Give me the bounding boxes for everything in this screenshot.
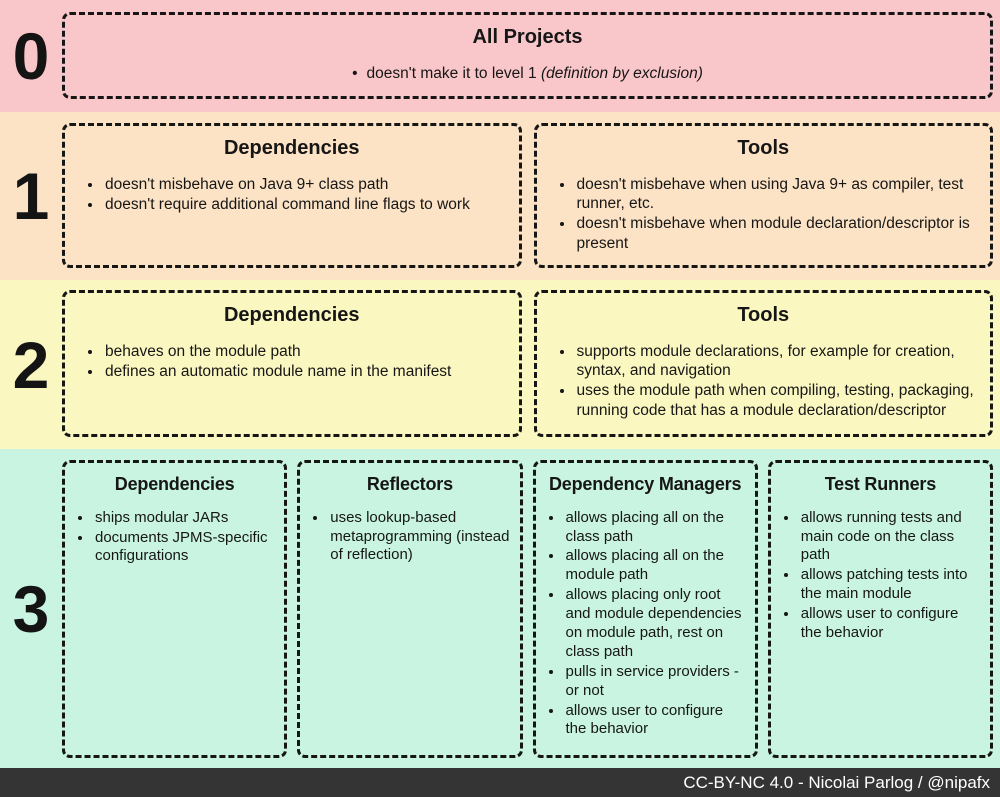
bullet-list: behaves on the module path defines an au… — [69, 342, 515, 381]
box-title: Reflectors — [366, 474, 453, 494]
level-1-number: 1 — [12, 159, 50, 233]
level-0-band: 0 All Projects • doesn't make it to level… — [0, 0, 1000, 112]
bullet-item: doesn't require additional command line … — [103, 195, 509, 214]
bullet-item: allows placing all on the class path — [564, 509, 747, 547]
bullet-item: doesn't misbehave when module declaratio… — [575, 214, 981, 252]
bullet-list: ships modular JARs documents JPMS-specif… — [69, 509, 280, 567]
bullet-list: allows placing all on the class path all… — [540, 509, 751, 740]
bullet-list: allows running tests and main code on th… — [775, 509, 986, 643]
box-title: Tools — [737, 137, 790, 159]
level-2-dependencies-box: Dependencies behaves on the module path … — [62, 290, 522, 437]
level-1-band: 1 Dependencies doesn't misbehave on Java… — [0, 112, 1000, 280]
level-2-number: 2 — [12, 327, 50, 402]
level-3-test-runners-box: Test Runners allows running tests and ma… — [767, 460, 993, 758]
bullet-item: supports module declarations, for exampl… — [575, 342, 981, 380]
bullet-item: defines an automatic module name in the … — [103, 362, 509, 381]
bullet-item: documents JPMS-specific configurations — [93, 529, 276, 567]
bullet-item: doesn't misbehave on Java 9+ class path — [103, 175, 509, 194]
box-title: Tools — [737, 304, 790, 326]
level-1-gutter: 1 — [0, 112, 62, 280]
bullet-item: • doesn't make it to level 1 (definition … — [69, 64, 986, 84]
bullet-item: allows patching tests into the main modu… — [799, 566, 982, 604]
level-1-dependencies-box: Dependencies doesn't misbehave on Java 9… — [62, 123, 522, 268]
level-2-tools-box: Tools supports module declarations, for … — [533, 290, 993, 437]
bullet-text: doesn't make it to level 1 — [366, 65, 541, 82]
bullet-item: allows user to configure the behavior — [564, 702, 747, 740]
level-3-reflectors-box: Reflectors uses lookup-based metaprogram… — [297, 460, 523, 758]
bullet-item: allows user to configure the behavior — [799, 605, 982, 643]
bullet-item: allows placing only root and module depe… — [564, 586, 747, 662]
bullet-item: ships modular JARs — [93, 509, 276, 528]
bullet-list: doesn't misbehave when using Java 9+ as … — [541, 175, 987, 253]
level-3-dependency-managers-box: Dependency Managers allows placing all o… — [532, 460, 758, 758]
level-3-band: 3 Dependencies ships modular JARs docume… — [0, 449, 1000, 768]
level-0-gutter: 0 — [0, 0, 62, 112]
level-1-boxes: Dependencies doesn't misbehave on Java 9… — [62, 112, 1000, 280]
level-3-dependencies-box: Dependencies ships modular JARs document… — [62, 460, 288, 758]
box-title: Dependencies — [223, 137, 360, 159]
level-3-number: 3 — [12, 571, 50, 646]
level-2-boxes: Dependencies behaves on the module path … — [62, 280, 1000, 449]
bullet-item: allows running tests and main code on th… — [799, 509, 982, 566]
bullet-item: behaves on the module path — [103, 342, 509, 361]
level-0-number: 0 — [12, 19, 50, 93]
bullet-item: uses lookup-based metaprogramming (inste… — [328, 509, 511, 566]
level-3-boxes: Dependencies ships modular JARs document… — [62, 449, 1000, 768]
license-credit-bar: CC-BY-NC 4.0 - Nicolai Parlog / @nipafx — [0, 768, 1000, 797]
bullet-item: allows placing all on the module path — [564, 547, 747, 585]
bullet-list: uses lookup-based metaprogramming (inste… — [304, 509, 515, 566]
bullet-item: pulls in service providers - or not — [564, 663, 747, 701]
level-2-band: 2 Dependencies behaves on the module pat… — [0, 280, 1000, 449]
all-projects-box: All Projects • doesn't make it to level 1… — [62, 12, 993, 99]
bullet-item: uses the module path when compiling, tes… — [575, 381, 981, 419]
box-title: Dependencies — [114, 474, 235, 494]
level-1-tools-box: Tools doesn't misbehave when using Java … — [533, 123, 993, 268]
license-credit-text: CC-BY-NC 4.0 - Nicolai Parlog / @nipafx — [683, 772, 990, 792]
box-title: Dependency Managers — [548, 474, 742, 494]
box-title: Test Runners — [824, 474, 937, 494]
box-title: Dependencies — [223, 304, 360, 326]
box-title: All Projects — [472, 26, 583, 48]
bullet-dot: • — [352, 65, 358, 82]
bullet-note: (definition by exclusion) — [540, 65, 703, 82]
level-0-boxes: All Projects • doesn't make it to level 1… — [62, 0, 1000, 112]
bullet-list: doesn't misbehave on Java 9+ class path … — [69, 175, 515, 214]
bullet-item: doesn't misbehave when using Java 9+ as … — [575, 175, 981, 213]
level-3-gutter: 3 — [0, 449, 62, 768]
level-2-gutter: 2 — [0, 280, 62, 449]
bullet-list: supports module declarations, for exampl… — [541, 342, 987, 420]
